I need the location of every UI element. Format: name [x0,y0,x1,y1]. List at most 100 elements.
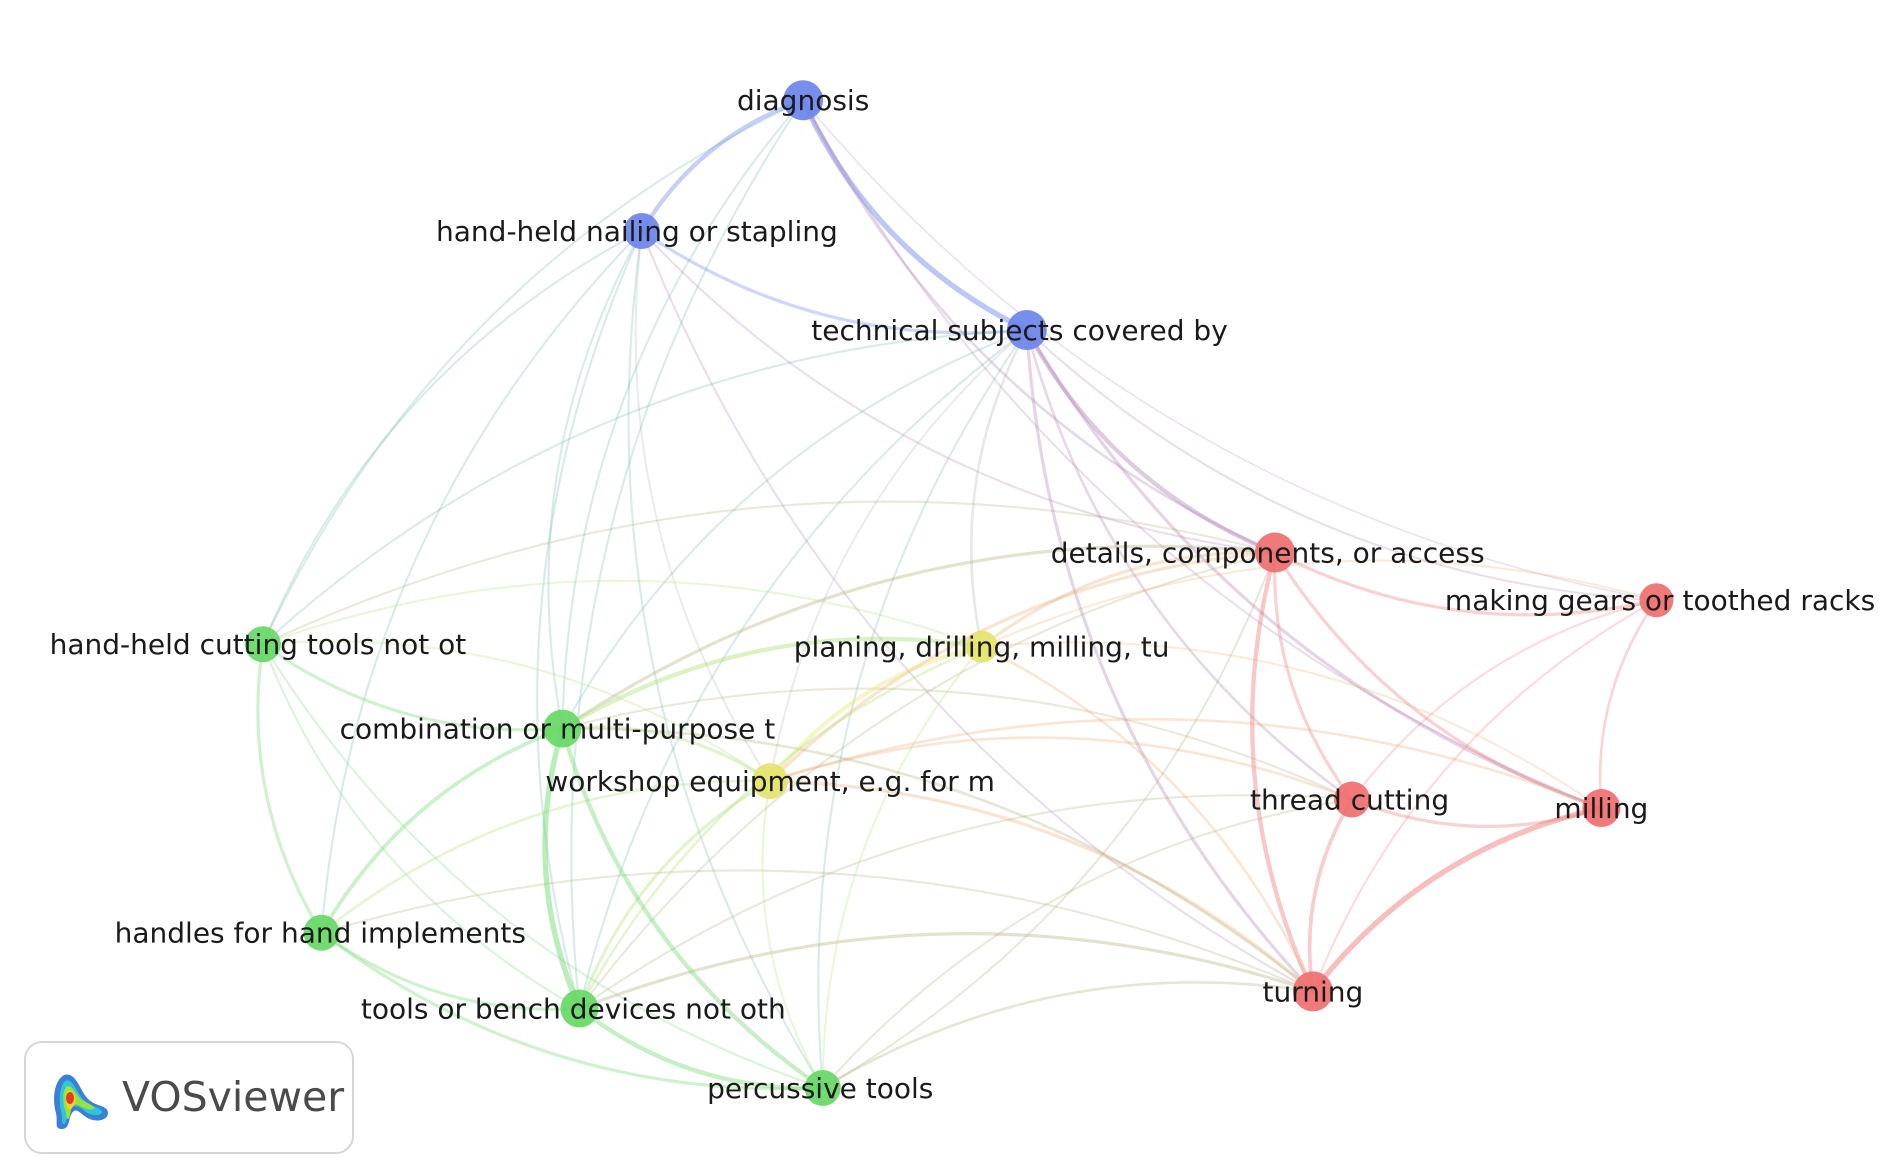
link-planing-bench [578,645,983,1010]
link-technical-turning [1025,328,1315,993]
node-label-nailing[interactable]: hand-held nailing or stapling [436,215,838,248]
labels-layer: diagnosis hand-held nailing or stapling te… [50,84,1876,1105]
link-combination-bench [542,725,583,1012]
link-turning-combination [560,727,1315,993]
links-layer [256,97,1658,1091]
node-diagnosis[interactable] [783,80,824,121]
node-label-milling[interactable]: milling [1554,792,1648,825]
link-diagnosis-bench [570,99,805,1010]
link-technical-details [1024,327,1278,555]
node-handles[interactable] [303,914,340,951]
link-workshop-handles [320,779,772,935]
link-technical-combination [561,329,1028,730]
node-label-planing[interactable]: planing, drilling, milling, tu [794,631,1170,664]
node-combination[interactable] [543,709,582,748]
link-workshop-cutting [261,640,772,783]
link-combination-handles [319,726,565,935]
link-nailing-percussive [627,229,824,1090]
link-nailing-technical [640,229,1029,335]
link-diagnosis-nailing [639,98,806,234]
link-details-planing [980,550,1277,649]
link-technical-percussive [817,329,1028,1090]
vosviewer-logo-text: VOSviewer [122,1073,345,1121]
link-details-thread [1273,550,1354,802]
link-milling-workshop [768,717,1603,810]
link-technical-gears [1025,329,1658,602]
node-label-workshop[interactable]: workshop equipment, e.g. for m [545,765,995,798]
link-technical-thread [1025,328,1354,801]
node-label-details[interactable]: details, components, or access [1051,537,1485,570]
link-nailing-bench [536,229,643,1010]
link-technical-planing [969,328,1029,648]
node-label-diagnosis[interactable]: diagnosis [737,84,869,117]
node-details[interactable] [1255,532,1296,573]
link-diagnosis-details [801,98,1277,554]
link-diagnosis-cutting [261,99,805,646]
link-nailing-combination [547,229,643,730]
link-thread-workshop [768,736,1354,801]
link-combination-percussive [560,726,825,1091]
node-workshop[interactable] [752,763,789,800]
vosviewer-logo-icon [54,1074,108,1129]
node-milling[interactable] [1582,789,1621,828]
link-technical-workshop [769,329,1028,783]
link-turning-handles [320,869,1314,993]
node-label-percussive[interactable]: percussive tools [707,1072,933,1105]
link-gears-planing [980,559,1658,648]
link-details-workshop [768,550,1277,783]
node-label-cutting[interactable]: hand-held cutting tools not ot [50,628,467,661]
link-workshop-combination [560,725,772,783]
link-planing-percussive [821,645,983,1090]
node-percussive[interactable] [804,1069,841,1106]
link-turning-planing [980,645,1315,993]
node-turning[interactable] [1292,971,1333,1012]
node-label-gears[interactable]: making gears or toothed racks [1445,584,1875,617]
link-cutting-combination [261,642,564,732]
link-details-milling [1273,550,1603,810]
node-label-handles[interactable]: handles for hand implements [115,917,526,950]
link-details-turning [1250,550,1316,994]
link-turning-bench [577,932,1315,1011]
nodes-layer [244,80,1674,1106]
link-diagnosis-gears [802,99,1658,602]
link-handles-bench [319,931,582,1011]
link-details-cutting [261,500,1277,646]
link-handles-percussive [319,931,825,1091]
link-details-combination [560,544,1277,731]
node-label-turning[interactable]: turning [1262,975,1363,1008]
link-planing-cutting [261,579,983,648]
link-nailing-turning [640,229,1314,993]
link-diagnosis-combination [561,99,805,730]
link-gears-turning [1311,599,1658,993]
node-label-technical[interactable]: technical subjects covered by [811,314,1228,347]
link-diagnosis-milling [802,99,1603,810]
link-nailing-workshop [634,229,772,783]
link-gears-milling [1598,598,1658,810]
link-milling-planing [980,641,1603,810]
link-cutting-bench [261,643,581,1010]
node-nailing[interactable] [623,213,660,250]
link-details-gears [1273,550,1658,617]
link-thread-percussive [821,798,1354,1090]
link-percussive-details [821,551,1277,1090]
node-bench[interactable] [560,989,599,1028]
link-technical-cutting [261,329,1028,646]
node-cutting[interactable] [244,626,281,663]
link-thread-bench [578,794,1354,1010]
link-workshop-percussive [761,780,824,1090]
link-diagnosis-technical [800,97,1030,333]
node-label-bench[interactable]: tools or bench devices not oth [361,993,786,1026]
node-planing[interactable] [965,630,998,663]
link-cutting-handles [256,642,324,935]
link-turning-workshop [768,779,1315,993]
link-bench-percussive [577,1006,825,1091]
node-label-combination[interactable]: combination or multi-purpose t [340,713,776,746]
link-gears-thread [1350,599,1658,801]
link-thread-turning [1307,797,1354,994]
node-technical[interactable] [1006,310,1047,351]
node-label-thread[interactable]: thread cutting [1250,783,1449,816]
link-workshop-bench [577,779,772,1011]
node-thread[interactable] [1334,781,1371,818]
node-gears[interactable] [1639,583,1674,618]
